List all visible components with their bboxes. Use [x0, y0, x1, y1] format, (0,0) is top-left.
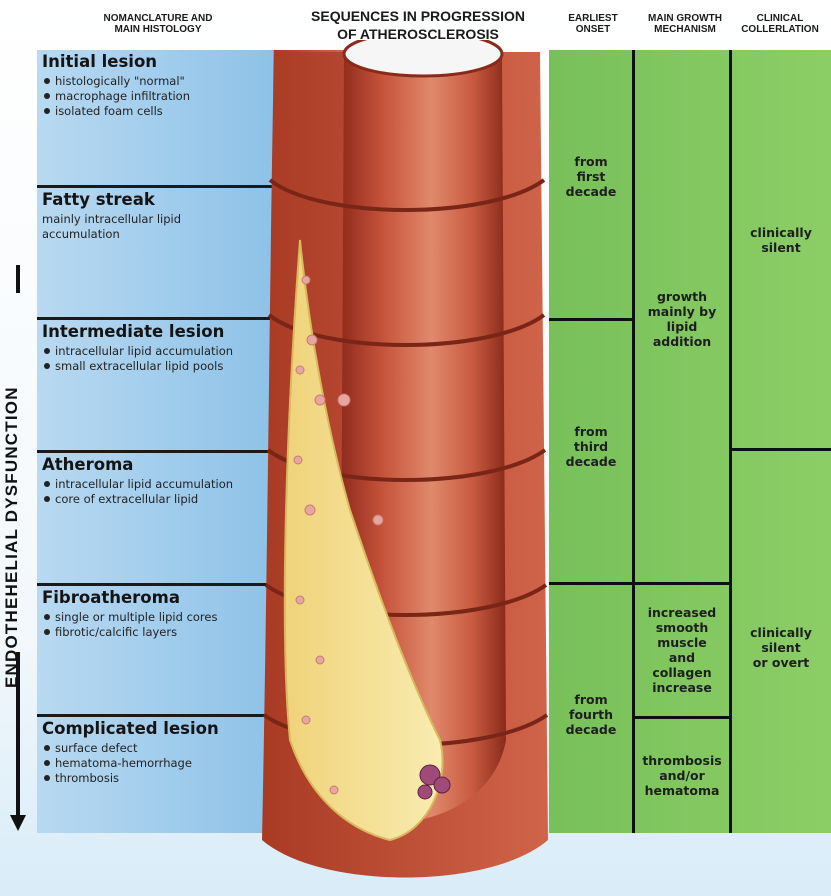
stage-item: isolated foam cells — [42, 104, 190, 119]
stage-item-text: fibrotic/calcific layers — [55, 625, 177, 639]
growth-lipid-addition: growth mainly by lipid addition — [636, 289, 728, 349]
side-label-text: ENDOTHEHELIAL DYSFUNCTION — [2, 386, 22, 688]
stage-item-text: hematoma-hemorrhage — [55, 756, 192, 770]
stage-item-text: macrophage infiltration — [55, 89, 190, 103]
header-earliest-onset: EARLIEST ONSET — [553, 14, 633, 35]
header-growth-mechanism: MAIN GROWTH MECHANISM — [635, 14, 735, 35]
stage-item: thrombosis — [42, 771, 192, 786]
stage-initial-lesion: Initial lesion histologically "normal" m… — [37, 50, 274, 185]
stage-item: hematoma-hemorrhage — [42, 756, 192, 771]
stage-item: mainly intracellular lipid — [42, 212, 181, 227]
stage-item-text: core of extracellular lipid — [55, 492, 198, 506]
bullet-icon — [44, 108, 50, 114]
clinical-divider — [729, 448, 831, 451]
stage-name: Intermediate lesion — [42, 322, 224, 341]
bullet-icon — [44, 760, 50, 766]
stage-item: accumulation — [42, 227, 181, 242]
stage-items: surface defect hematoma-hemorrhage throm… — [42, 741, 192, 786]
artery-illustration — [240, 40, 570, 896]
stage-name: Complicated lesion — [42, 719, 219, 738]
header-nomenclature: NOMANCLATURE AND MAIN HISTOLOGY — [58, 14, 258, 35]
stage-item: macrophage infiltration — [42, 89, 190, 104]
stage-item-text: intracellular lipid accumulation — [55, 344, 233, 358]
stage-name: Atheroma — [42, 455, 133, 474]
artery-opening — [344, 40, 502, 76]
bullet-icon — [44, 614, 50, 620]
growth-thrombosis: thrombosis and/or hematoma — [636, 753, 728, 798]
stage-item: surface defect — [42, 741, 192, 756]
growth-divider — [632, 716, 730, 719]
stage-item: fibrotic/calcific layers — [42, 625, 217, 640]
progression-arrow-head — [10, 815, 26, 831]
stage-item: core of extracellular lipid — [42, 492, 233, 507]
stage-item-text: accumulation — [42, 227, 120, 241]
growth-divider — [632, 582, 730, 585]
stage-item: single or multiple lipid cores — [42, 610, 217, 625]
stage-items: intracellular lipid accumulation small e… — [42, 344, 233, 374]
stage-item: small extracellular lipid pools — [42, 359, 233, 374]
bullet-icon — [44, 496, 50, 502]
stage-name: Fibroatheroma — [42, 588, 180, 607]
stage-item-text: single or multiple lipid cores — [55, 610, 217, 624]
stage-fatty-streak: Fatty streak mainly intracellular lipid … — [37, 188, 274, 317]
header-sequences: SEQUENCES IN PROGRESSION OF ATHEROSCLERO… — [268, 8, 568, 43]
growth-smooth-muscle: increased smooth muscle and collagen inc… — [636, 605, 728, 695]
stage-name: Fatty streak — [42, 190, 155, 209]
bullet-icon — [44, 745, 50, 751]
stage-item: intracellular lipid accumulation — [42, 477, 233, 492]
stage-item-text: intracellular lipid accumulation — [55, 477, 233, 491]
stage-fibroatheroma: Fibroatheroma single or multiple lipid c… — [37, 586, 274, 714]
bullet-icon — [44, 629, 50, 635]
progression-arrow-line-top — [16, 265, 20, 293]
stage-item: intracellular lipid accumulation — [42, 344, 233, 359]
stage-item-text: isolated foam cells — [55, 104, 163, 118]
stage-item-text: thrombosis — [55, 771, 119, 785]
stage-items: histologically "normal" macrophage infil… — [42, 74, 190, 119]
stage-item-text: small extracellular lipid pools — [55, 359, 223, 373]
bullet-icon — [44, 481, 50, 487]
stage-item-text: surface defect — [55, 741, 138, 755]
stage-item-text: histologically "normal" — [55, 74, 185, 88]
stage-intermediate-lesion: Intermediate lesion intracellular lipid … — [37, 320, 274, 450]
stage-items: intracellular lipid accumulation core of… — [42, 477, 233, 507]
stage-item: histologically "normal" — [42, 74, 190, 89]
clinical-silent: clinically silent — [733, 225, 829, 255]
bullet-icon — [44, 775, 50, 781]
stage-name: Initial lesion — [42, 52, 157, 71]
bullet-icon — [44, 93, 50, 99]
stage-complicated-lesion: Complicated lesion surface defect hemato… — [37, 717, 274, 833]
header-clinical-correlation: CLINICAL COLLERLATION — [730, 14, 830, 35]
bullet-icon — [44, 348, 50, 354]
bullet-icon — [44, 78, 50, 84]
bullet-icon — [44, 363, 50, 369]
clinical-silent-or-overt: clinically silent or overt — [733, 625, 829, 670]
stage-atheroma: Atheroma intracellular lipid accumulatio… — [37, 453, 274, 583]
stage-items: single or multiple lipid cores fibrotic/… — [42, 610, 217, 640]
stage-items: mainly intracellular lipid accumulation — [42, 212, 181, 242]
stage-item-text: mainly intracellular lipid — [42, 212, 181, 226]
